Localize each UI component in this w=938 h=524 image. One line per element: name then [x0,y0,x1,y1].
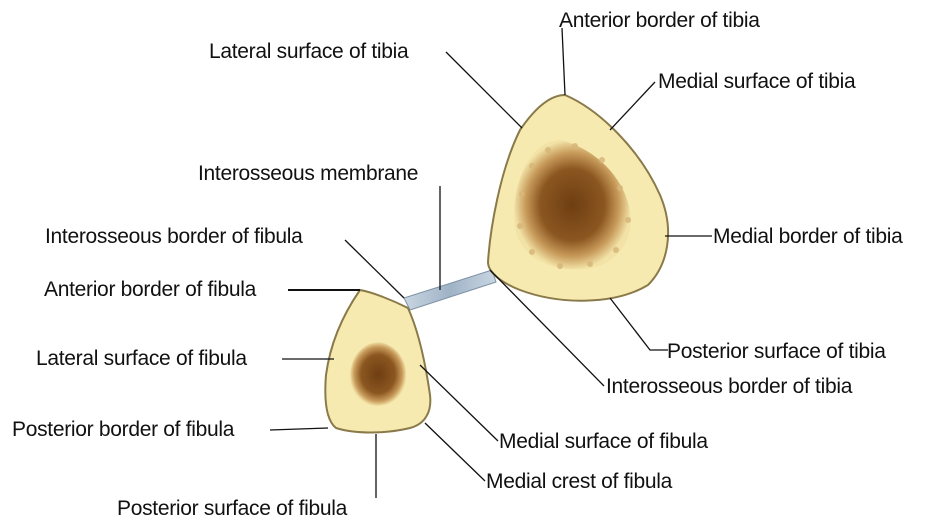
interosseous-membrane-shape [404,270,496,310]
label-anterior-border-fibula: Anterior border of fibula [44,279,256,300]
label-medial-crest-fibula: Medial crest of fibula [486,471,672,492]
leader-medial-surface-tibia [610,82,655,130]
label-anterior-border-tibia: Anterior border of tibia [559,10,760,31]
leader-posterior-surface-tibia [610,298,668,350]
label-medial-surface-fibula: Medial surface of fibula [499,431,708,452]
label-interosseous-membrane: Interosseous membrane [198,163,418,184]
label-lateral-surface-fibula: Lateral surface of fibula [36,348,247,369]
label-posterior-surface-fibula: Posterior surface of fibula [117,498,347,519]
label-lateral-surface-tibia: Lateral surface of tibia [209,41,408,62]
label-interosseous-border-tibia: Interosseous border of tibia [606,376,852,397]
leader-posterior-border-fibula [270,428,328,430]
leader-anterior-border-tibia [562,28,565,95]
label-interosseous-border-fibula: Interosseous border of fibula [45,226,302,247]
leader-medial-crest-fibula [425,423,485,481]
label-medial-surface-tibia: Medial surface of tibia [658,71,855,92]
label-posterior-surface-tibia: Posterior surface of tibia [667,341,886,362]
label-posterior-border-fibula: Posterior border of fibula [12,419,234,440]
label-medial-border-tibia: Medial border of tibia [713,226,903,247]
leader-lateral-surface-tibia [446,52,522,128]
